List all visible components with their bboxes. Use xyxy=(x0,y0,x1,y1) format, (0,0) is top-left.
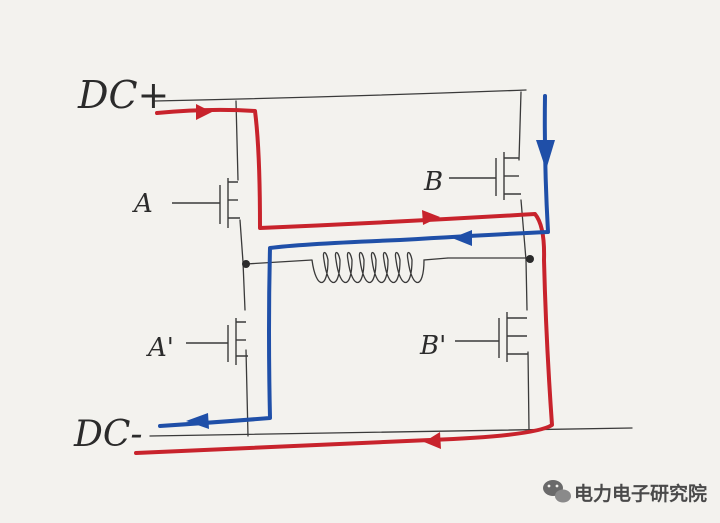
right-junction-dot xyxy=(526,255,534,263)
midpoint-wire xyxy=(245,257,531,265)
red-arrow-icon xyxy=(424,432,441,449)
blue-arrows xyxy=(186,140,555,429)
switch-a-label: A xyxy=(132,189,153,219)
wechat-bubble-icon xyxy=(543,480,571,503)
watermark-text: 电力电子研究院 xyxy=(574,482,707,505)
inductor-coil xyxy=(311,251,449,283)
blue-arrow-icon xyxy=(186,413,209,429)
watermark: 电力电子研究院 xyxy=(543,480,707,505)
switch-a-prime xyxy=(186,318,248,365)
left-junction-dot xyxy=(242,260,250,268)
switch-a-prime-label: A' xyxy=(146,333,174,363)
dc-minus-rail xyxy=(149,427,633,437)
switch-a xyxy=(172,178,240,228)
switch-b-prime-label: B' xyxy=(419,331,446,361)
right-leg-wire xyxy=(518,91,530,431)
red-current-path xyxy=(134,107,554,455)
blue-arrow-icon xyxy=(536,140,555,170)
left-leg-wire xyxy=(235,100,249,437)
blue-current-path xyxy=(158,94,550,428)
red-arrow-icon xyxy=(422,210,440,225)
red-arrow-icon xyxy=(196,104,212,120)
switch-b xyxy=(449,152,521,200)
blue-arrow-icon xyxy=(452,230,472,246)
dc-minus-label: DC- xyxy=(73,414,143,455)
red-arrows xyxy=(196,104,441,449)
circuit-wires xyxy=(149,89,633,437)
dc-plus-label: DC+ xyxy=(77,73,169,117)
dc-plus-rail xyxy=(154,89,527,102)
switch-b-prime xyxy=(455,312,528,362)
switch-b-label: B xyxy=(423,167,443,197)
